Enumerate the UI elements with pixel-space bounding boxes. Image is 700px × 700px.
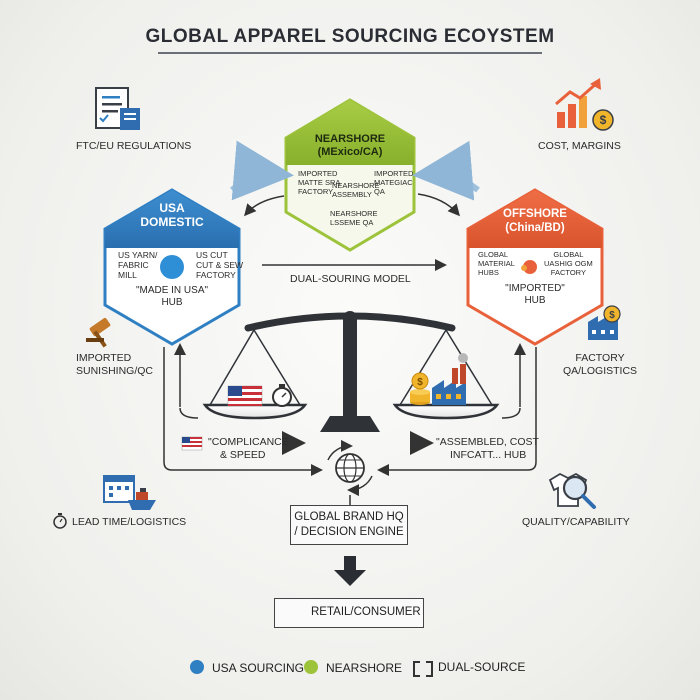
page-title: GLOBAL APPAREL SOURCING ECOYSTEM: [145, 26, 555, 47]
down-arrow-icon: [334, 556, 366, 586]
svg-text:$: $: [609, 310, 615, 321]
usa-hexagon: [103, 188, 241, 346]
nearshore-hexagon: [284, 98, 416, 252]
factory-dollar-icon: $: [588, 305, 621, 340]
legend-usa: USA SOURCING: [190, 660, 304, 675]
svg-text:$: $: [600, 113, 607, 127]
small-stopwatch-icon: [53, 513, 67, 529]
document-checklist-icon: [95, 87, 140, 130]
globe-icon: [327, 439, 373, 497]
calendar-ship-icon: [103, 475, 156, 510]
dual-source-bracket-icon: [413, 661, 433, 677]
legend-dual-source: DUAL-SOURCE: [438, 660, 526, 674]
legend-nearshore-dot: [304, 660, 318, 674]
retail-box: RETAIL/CONSUMER: [274, 598, 424, 628]
quality-label: QUALITY/CAPABILITY: [522, 516, 630, 528]
offshore-center-dot: [523, 260, 537, 274]
rising-bar-chart-dollar-icon: $: [555, 78, 614, 131]
stopwatch-icon: [272, 384, 292, 407]
legend-usa-dot: [190, 660, 204, 674]
dual-sourcing-label: DUAL-SOURING MODEL: [290, 273, 411, 285]
factory-icon: [432, 353, 468, 405]
coins-icon: $: [410, 372, 430, 405]
gavel-icon: [86, 317, 111, 348]
offshore-title: OFFSHORE(China/BD): [503, 208, 567, 234]
nearshore-title: NEARSHORE(MExico/CA): [314, 133, 386, 158]
hq-box: GLOBAL BRAND HQ/ DECISION ENGINE: [290, 505, 408, 545]
offshore-to-nearshore-arrow: [412, 140, 480, 201]
magnifier-garment-icon: [548, 472, 596, 509]
scale-icon: [202, 311, 500, 432]
title-underline: [158, 52, 542, 54]
compliance-label: "COMPLICANCE& SPEED: [208, 436, 289, 461]
legend-nearshore: NEARSHORE: [304, 660, 402, 675]
usa-to-nearshore-arrow: [229, 140, 294, 201]
usa-hub-label: "MADE IN USA"HUB: [135, 285, 209, 308]
usa-flag-icon: [227, 385, 263, 407]
cost-label: COST, MARGINS: [538, 140, 621, 152]
offshore-hexagon: [466, 188, 604, 346]
ftc-label: FTC/EU REGULATIONS: [76, 140, 192, 152]
offshore-hub-label: "IMPORTED"HUB: [505, 283, 565, 306]
usa-flag-small-icon: [181, 436, 203, 451]
usa-center-dot: [160, 255, 184, 279]
svg-text:$: $: [417, 377, 423, 388]
lead-time-label: LEAD TIME/LOGISTICS: [72, 516, 187, 528]
